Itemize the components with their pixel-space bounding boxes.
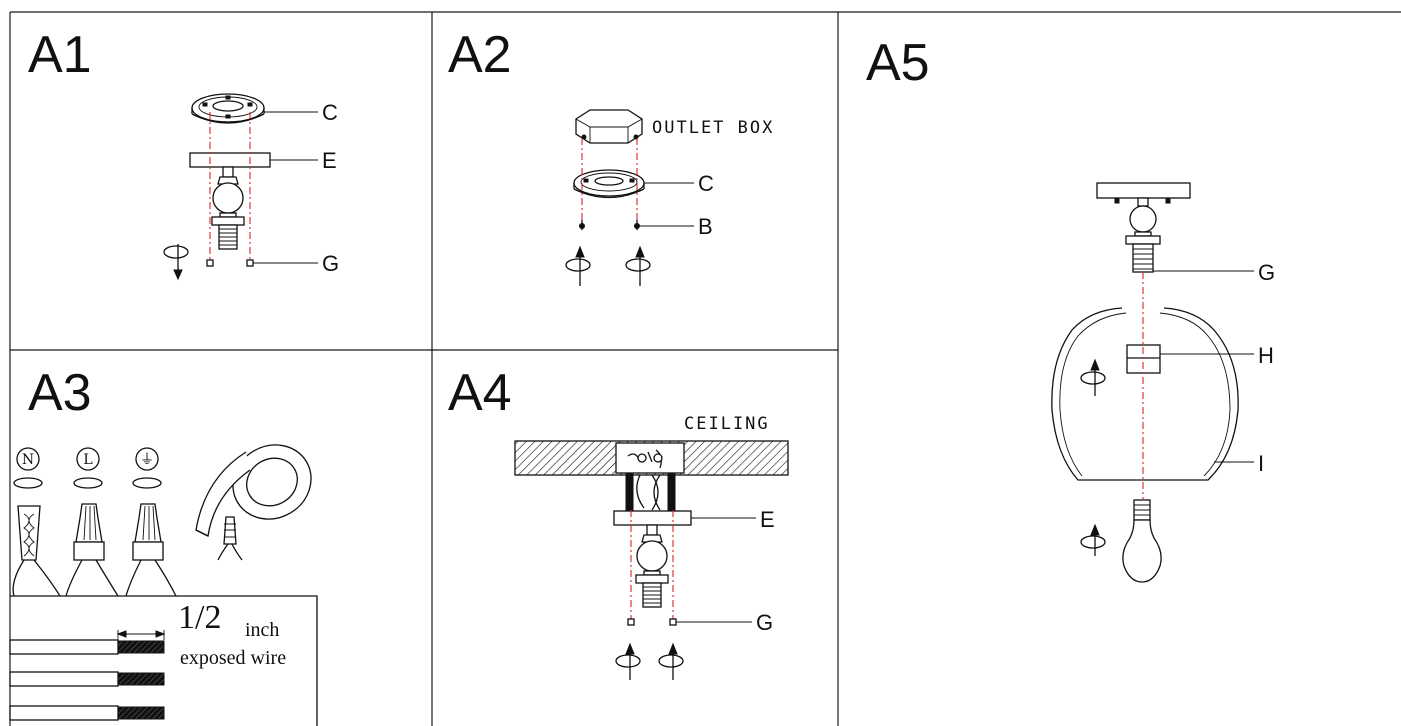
panel-a1: A1 C E	[28, 26, 339, 281]
wire-nut-icon	[65, 503, 119, 597]
live-wire-symbol: L	[73, 447, 103, 489]
screw-b-left	[579, 220, 585, 230]
light-bulb	[1122, 499, 1162, 583]
stem-ball-nipple-a4	[635, 524, 669, 608]
outlet-box	[575, 109, 643, 144]
callout-outlet-box: OUTLET BOX	[652, 118, 774, 138]
screw-g-left-a4	[627, 618, 635, 626]
svg-text:N: N	[22, 452, 34, 468]
callout-g-a5: G	[1258, 260, 1275, 285]
screw-g-left	[206, 259, 214, 267]
callout-b: B	[698, 214, 713, 239]
panel-a4: A4 CEILING E	[448, 364, 789, 680]
rotate-up-icon	[565, 245, 591, 286]
wire-strip-detail: 1/2 inch exposed wire	[9, 595, 318, 726]
panel-title-a1: A1	[28, 26, 92, 84]
panel-title-a3: A3	[28, 364, 92, 422]
stem-ball-nipple	[211, 166, 245, 250]
panel-title-a2: A2	[448, 26, 512, 84]
mounting-plate-c-a2	[573, 169, 645, 199]
dimension-arrow	[116, 630, 166, 640]
panel-a3: A3 N L ⏚	[9, 364, 318, 726]
svg-text:L: L	[83, 452, 92, 468]
callout-i: I	[1258, 451, 1264, 476]
rotate-up-icon	[1080, 358, 1106, 396]
neutral-wire-symbol: N	[13, 447, 43, 489]
panel-a5: A5 G I H	[866, 34, 1275, 583]
callout-h: H	[1258, 343, 1274, 368]
svg-text:⏚: ⏚	[140, 452, 154, 468]
canopy-a5	[1096, 182, 1191, 273]
rotate-down-icon	[163, 244, 189, 281]
canopy-e	[189, 152, 271, 168]
stripped-wire	[9, 705, 165, 721]
canopy-e-a4	[613, 510, 692, 526]
stripped-wire	[9, 639, 165, 655]
strip-caption: exposed wire	[180, 647, 286, 669]
strip-unit: inch	[245, 619, 279, 641]
callout-ceiling: CEILING	[684, 414, 770, 434]
rotate-up-icon	[658, 642, 684, 680]
stripped-wire	[9, 671, 165, 687]
rotate-up-icon	[1080, 523, 1106, 556]
glass-shade-i	[1051, 307, 1239, 481]
panel-grid	[9, 11, 1401, 726]
strip-length: 1/2	[178, 599, 221, 636]
screw-g-right	[246, 259, 254, 267]
screw-g-right-a4	[669, 618, 677, 626]
mounting-plate-c	[191, 93, 265, 124]
panel-title-a5: A5	[866, 34, 930, 92]
electrical-tape-icon	[195, 444, 312, 537]
wire-nut-icon	[125, 503, 177, 597]
callout-e: E	[322, 148, 337, 173]
panel-a2: A2 OUTLET BOX C	[448, 26, 774, 286]
ceiling-slab	[514, 440, 789, 476]
ground-wire-symbol: ⏚	[132, 447, 162, 489]
callout-g-a4: G	[756, 610, 773, 635]
callout-g: G	[322, 251, 339, 276]
callout-e-a4: E	[760, 507, 775, 532]
rotate-up-icon	[625, 245, 651, 286]
rotate-up-icon	[615, 642, 641, 680]
screw-b-right	[634, 220, 640, 230]
twisted-wire-icon	[12, 505, 61, 597]
junction-wiring	[625, 449, 676, 511]
panel-title-a4: A4	[448, 364, 512, 422]
callout-c-a2: C	[698, 171, 714, 196]
taped-wire-icon	[217, 516, 243, 561]
callout-c: C	[322, 100, 338, 125]
